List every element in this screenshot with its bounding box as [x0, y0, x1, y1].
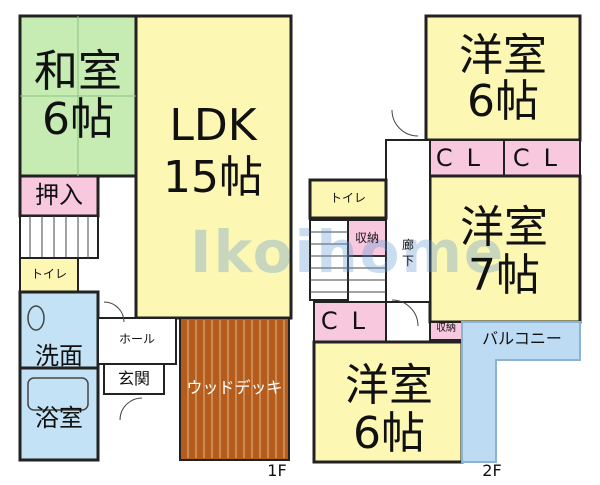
stair-2f-area: [309, 219, 349, 301]
oshiire-label: 押入: [35, 181, 83, 209]
first-floor: [18, 14, 293, 462]
stair-area: [19, 215, 99, 259]
genkan-area: [103, 363, 165, 395]
balcony-area: [461, 321, 581, 463]
corridor-area: [385, 139, 431, 303]
door-swing-1f: [103, 301, 125, 323]
toilet-1f-label: トイレ: [30, 267, 67, 281]
stair-2f-steps: [310, 231, 386, 293]
washitsu-size: 6帖: [42, 94, 114, 145]
door-swing-2f-b: [391, 299, 419, 327]
bathtub: [27, 377, 89, 411]
toilet-2f-label: トイレ: [329, 191, 366, 205]
yokushitsu-label: 浴室: [35, 404, 83, 432]
yoshitsu-c-name: 洋室: [345, 360, 433, 411]
wood-deck-area: [179, 317, 290, 461]
hall-area: [97, 317, 177, 365]
yoshitsu-c-size: 6帖: [353, 408, 425, 459]
deck-planks: [187, 320, 285, 458]
cl-2-label: CL: [512, 144, 572, 172]
shuno-1-label: 収納: [354, 231, 379, 245]
cl-2-area: [503, 139, 581, 177]
yoshitsu-a-size: 6帖: [467, 76, 539, 127]
yoshitsu-a-area: [424, 14, 582, 142]
corridor-label: 廊 下: [401, 238, 414, 268]
cl-3-area: [313, 301, 387, 343]
floor-label-1f: 1F: [267, 461, 287, 480]
yoshitsu-a-name: 洋室: [459, 30, 547, 81]
washbasin: [27, 305, 45, 331]
stair-steps: [29, 216, 89, 258]
cl-1-label: CL: [435, 144, 495, 172]
yokushitsu-area: [18, 366, 100, 462]
deck-label: ウッドデッキ: [186, 378, 283, 397]
cl-3-label: CL: [320, 307, 380, 335]
ldk-size: 15帖: [163, 152, 263, 203]
floor-label-2f: 2F: [482, 461, 502, 480]
door-swing-genkan: [119, 397, 143, 421]
washitsu-name: 和室: [34, 46, 122, 97]
genkan-label: 玄関: [117, 369, 150, 388]
yoshitsu-b-size: 7帖: [468, 250, 540, 301]
shuno-2-label: 収納: [436, 323, 456, 334]
toilet-1f-area: [19, 257, 79, 293]
ldk-name: LDK: [169, 100, 257, 151]
toilet-2f-area: [308, 178, 388, 220]
yoshitsu-b-name: 洋室: [460, 202, 548, 253]
second-floor: [308, 14, 582, 464]
door-swing-2f-a: [391, 109, 419, 137]
yoshitsu-c-area: [312, 340, 464, 464]
ldk-area: [134, 14, 293, 320]
yoshitsu-b-area: [428, 174, 582, 324]
watermark: Ikoihome: [190, 218, 506, 286]
senmen-label: 洗面: [35, 342, 83, 370]
balcony-label: バルコニー: [482, 329, 562, 348]
hall-label: ホール: [118, 332, 155, 346]
